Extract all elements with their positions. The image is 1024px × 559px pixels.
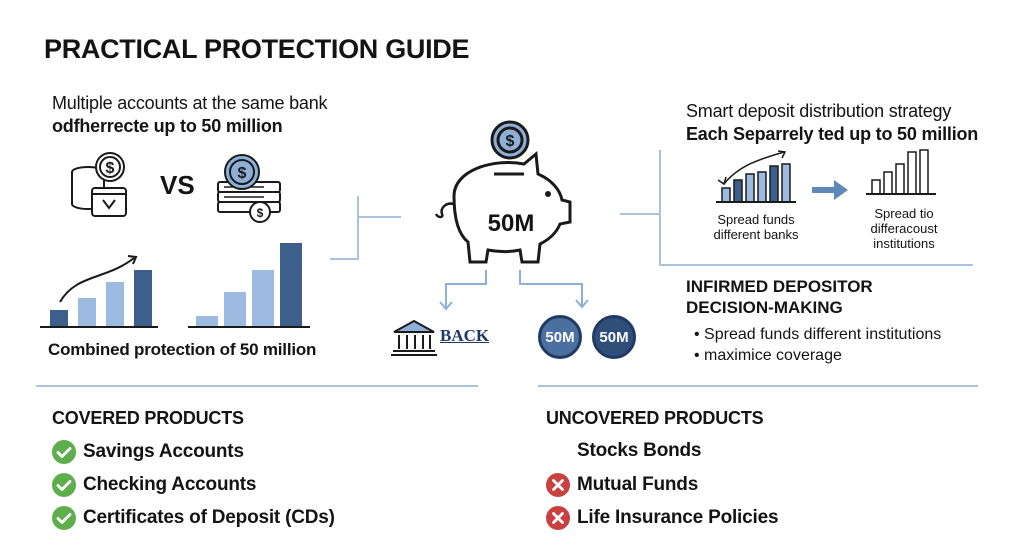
step1-line2: different banks bbox=[713, 227, 799, 242]
right-heading: Smart deposit distribution strategy Each… bbox=[686, 100, 978, 146]
svg-text:$: $ bbox=[106, 160, 115, 177]
bank-label: BACK bbox=[440, 326, 490, 345]
list-item: Stocks Bonds bbox=[577, 440, 701, 462]
covered-item-label: Certificates of Deposit (CDs) bbox=[83, 507, 335, 528]
list-item: Mutual Funds bbox=[546, 473, 698, 497]
check-icon bbox=[52, 506, 76, 530]
coin-b-label: 50M bbox=[599, 328, 629, 346]
step2-line3: institutions bbox=[873, 236, 935, 251]
vs-label: VS bbox=[160, 170, 195, 200]
bank-icon bbox=[391, 319, 437, 356]
bills-coin-icon: $ $ bbox=[217, 154, 281, 223]
list-item: • Spread funds different institutions bbox=[694, 326, 942, 343]
bullet-text: maximice coverage bbox=[704, 347, 842, 364]
uncovered-title: UNCOVERED PRODUCTS bbox=[546, 408, 764, 428]
piggy-label: 50M bbox=[487, 210, 535, 237]
list-item: Life Insurance Policies bbox=[546, 506, 779, 530]
list-item: Savings Accounts bbox=[52, 440, 244, 464]
right-heading-line2: Each Separrely ted up to 50 million bbox=[686, 124, 979, 144]
coin-b: 50M bbox=[592, 315, 636, 359]
list-item: • maximice coverage bbox=[694, 347, 842, 364]
uncovered-item-label: Mutual Funds bbox=[577, 474, 699, 495]
step2-caption: Spread tio differacoust institutions bbox=[852, 206, 956, 251]
decision-title-line2: DECISION-MAKING bbox=[686, 298, 843, 317]
svg-text:$: $ bbox=[506, 133, 515, 150]
coin-a: 50M bbox=[538, 315, 582, 359]
step2-line2: differacoust bbox=[870, 221, 938, 236]
decision-bullets: • Spread funds different institutions • … bbox=[694, 324, 941, 366]
check-icon bbox=[52, 473, 76, 497]
step2-line1: Spread tio bbox=[874, 206, 934, 221]
growth-bars-icon bbox=[40, 255, 158, 328]
distribution-bars-icon bbox=[716, 150, 796, 203]
cross-icon bbox=[546, 473, 570, 497]
institutions-bars-icon bbox=[866, 149, 936, 195]
right-heading-line1: Smart deposit distribution strategy bbox=[686, 101, 952, 121]
cross-icon bbox=[546, 506, 570, 530]
piggy-bank-icon: $ bbox=[434, 120, 572, 264]
covered-item-label: Savings Accounts bbox=[83, 441, 244, 462]
arrow-right-icon bbox=[812, 180, 848, 200]
left-caption: Combined protection of 50 million bbox=[48, 340, 317, 359]
split-arrows-icon bbox=[439, 270, 589, 311]
bars-icon bbox=[188, 243, 310, 328]
decision-title: INFIRMED DEPOSITOR DECISION-MAKING bbox=[686, 276, 873, 318]
decision-title-line1: INFIRMED DEPOSITOR bbox=[686, 277, 873, 296]
bullet-text: Spread funds different institutions bbox=[704, 326, 942, 343]
left-heading-line2: odfherrecte up to 50 million bbox=[52, 116, 283, 136]
left-heading: Multiple accounts at the same bank odfhe… bbox=[52, 92, 328, 138]
step1-line1: Spread funds bbox=[717, 212, 795, 227]
covered-item-label: Checking Accounts bbox=[83, 474, 257, 495]
list-item: Checking Accounts bbox=[52, 473, 256, 497]
page-title: PRACTICAL PROTECTION GUIDE bbox=[44, 34, 470, 64]
coin-a-label: 50M bbox=[545, 328, 575, 346]
uncovered-item-label: Stocks Bonds bbox=[577, 440, 702, 461]
left-heading-line1: Multiple accounts at the same bank bbox=[52, 93, 328, 113]
list-item: Certificates of Deposit (CDs) bbox=[52, 506, 335, 530]
check-icon bbox=[52, 440, 76, 464]
svg-text:$: $ bbox=[238, 165, 247, 182]
covered-title: COVERED PRODUCTS bbox=[52, 408, 244, 428]
step1-caption: Spread funds different banks bbox=[696, 212, 816, 242]
svg-text:$: $ bbox=[257, 206, 264, 220]
coin-stack-wallet-icon: $ bbox=[71, 152, 127, 217]
uncovered-item-label: Life Insurance Policies bbox=[577, 507, 779, 528]
